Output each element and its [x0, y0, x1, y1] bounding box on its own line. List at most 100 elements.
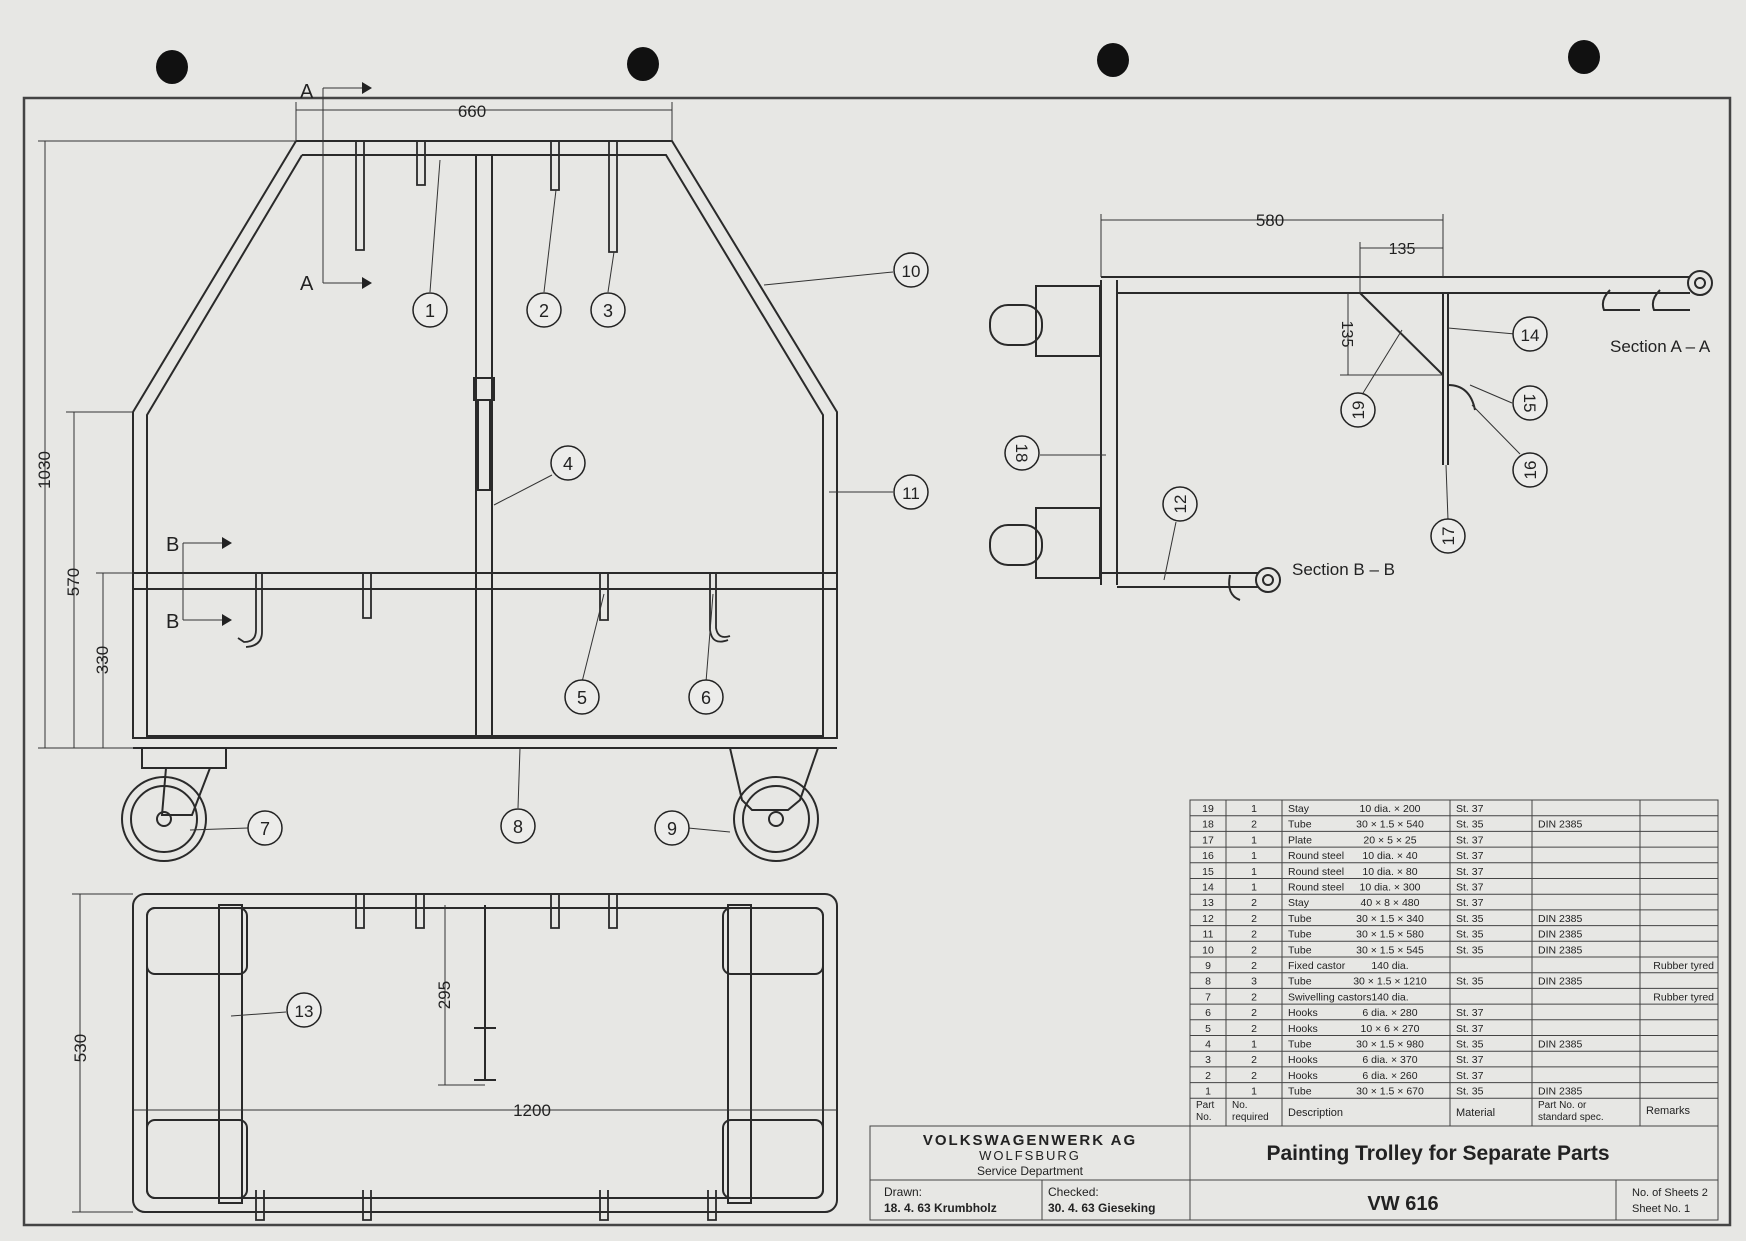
- parts-cell-size: 6 dia. × 260: [1362, 1070, 1417, 1082]
- parts-cell-no: 10: [1202, 944, 1214, 956]
- parts-cell-no: 1: [1205, 1086, 1211, 1098]
- svg-text:Remarks: Remarks: [1646, 1105, 1691, 1117]
- parts-cell-qty: 2: [1251, 1054, 1257, 1066]
- dim-330: 330: [93, 646, 112, 674]
- parts-cell-no: 3: [1205, 1054, 1211, 1066]
- parts-cell-mat: St. 37: [1456, 866, 1484, 878]
- parts-cell-size: 20 × 5 × 25: [1363, 834, 1416, 846]
- parts-cell-size: 30 × 1.5 × 980: [1356, 1039, 1424, 1051]
- parts-cell-qty: 1: [1251, 1086, 1257, 1098]
- parts-cell-qty: 1: [1251, 850, 1257, 862]
- parts-header: Part No. No. required Description Materi…: [1196, 1100, 1691, 1123]
- parts-cell-qty: 2: [1251, 913, 1257, 925]
- parts-cell-desc: Tube: [1288, 929, 1312, 941]
- drawing-title: Painting Trolley for Separate Parts: [1266, 1142, 1609, 1165]
- parts-cell-size: 30 × 1.5 × 670: [1356, 1086, 1424, 1098]
- parts-cell-desc: Tube: [1288, 1039, 1312, 1051]
- parts-cell-qty: 2: [1251, 1070, 1257, 1082]
- parts-cell-no: 8: [1205, 976, 1211, 988]
- parts-cell-desc: Round steel: [1288, 866, 1344, 878]
- svg-text:13: 13: [295, 1002, 314, 1021]
- section-b-bottom-letter: B: [166, 611, 179, 633]
- drawing-number: VW 616: [1367, 1193, 1438, 1215]
- dim-135-vertical: 135: [1338, 321, 1355, 348]
- svg-text:17: 17: [1439, 527, 1458, 546]
- parts-cell-desc: Round steel: [1288, 850, 1344, 862]
- callout-5: 5: [564, 679, 600, 715]
- parts-cell-mat: St. 35: [1456, 819, 1484, 831]
- punch-holes: [156, 40, 1600, 84]
- parts-cell-no: 14: [1202, 882, 1214, 894]
- svg-text:19: 19: [1349, 401, 1368, 420]
- company-city: WOLFSBURG: [979, 1148, 1081, 1163]
- callout-11: 11: [893, 474, 929, 510]
- parts-cell-spec: DIN 2385: [1538, 929, 1583, 941]
- callout-17: 17: [1430, 518, 1466, 554]
- sheet-number: Sheet No. 1: [1632, 1203, 1690, 1215]
- svg-text:1: 1: [425, 301, 435, 321]
- callout-12: 12: [1162, 486, 1198, 522]
- callout-bubbles: 1 2 3 4 5 6 7 8 9 10 11 12 13 14 15 16 1…: [247, 252, 1548, 1028]
- svg-text:No.: No.: [1196, 1112, 1212, 1123]
- parts-cell-mat: St. 35: [1456, 976, 1484, 988]
- parts-cell-mat: St. 35: [1456, 929, 1484, 941]
- parts-cell-no: 17: [1202, 834, 1214, 846]
- parts-cell-mat: St. 37: [1456, 1070, 1484, 1082]
- dim-135-horizontal: 135: [1389, 241, 1416, 258]
- parts-cell-size: 10 dia. × 40: [1362, 850, 1417, 862]
- svg-text:4: 4: [563, 454, 573, 474]
- parts-cell-qty: 1: [1251, 866, 1257, 878]
- parts-cell-mat: St. 37: [1456, 1054, 1484, 1066]
- parts-cell-desc: Tube: [1288, 819, 1312, 831]
- parts-cell-desc: Hooks: [1288, 1023, 1318, 1035]
- parts-cell-qty: 1: [1251, 1039, 1257, 1051]
- parts-cell-qty: 2: [1251, 929, 1257, 941]
- callout-leaders: [189, 159, 1521, 1017]
- callout-3: 3: [590, 292, 626, 328]
- svg-text:required: required: [1232, 1112, 1269, 1123]
- parts-cell-no: 11: [1203, 929, 1214, 941]
- section-bb-label: Section B – B: [1292, 560, 1395, 579]
- parts-cell-desc: Hooks: [1288, 1054, 1318, 1066]
- parts-cell-spec: DIN 2385: [1538, 1086, 1583, 1098]
- parts-cell-qty: 2: [1251, 897, 1257, 909]
- parts-cell-remarks: Rubber tyred: [1653, 991, 1714, 1003]
- section-a-top-letter: A: [300, 81, 314, 103]
- svg-text:10: 10: [902, 262, 921, 281]
- parts-cell-size: 30 × 1.5 × 545: [1356, 944, 1424, 956]
- parts-cell-desc: Plate: [1288, 834, 1312, 846]
- svg-text:standard spec.: standard spec.: [1538, 1112, 1604, 1123]
- svg-text:12: 12: [1171, 495, 1190, 514]
- parts-cell-remarks: Rubber tyred: [1653, 960, 1714, 972]
- drawing-border: [22, 96, 1732, 1227]
- parts-cell-desc: Fixed castor: [1288, 960, 1346, 972]
- section-aa-label: Section A – A: [1610, 337, 1711, 356]
- svg-text:3: 3: [603, 301, 613, 321]
- svg-text:8: 8: [513, 817, 523, 837]
- parts-cell-no: 5: [1205, 1023, 1211, 1035]
- callout-16: 16: [1512, 452, 1548, 488]
- parts-cell-size: 30 × 1.5 × 1210: [1353, 976, 1427, 988]
- plan-view: 1200 530 295: [71, 893, 838, 1221]
- svg-text:6: 6: [701, 688, 711, 708]
- svg-text:Material: Material: [1456, 1107, 1495, 1119]
- parts-cell-desc: Stay: [1288, 897, 1310, 909]
- parts-cell-qty: 2: [1251, 1023, 1257, 1035]
- drawn-value: 18. 4. 63 Krumbholz: [884, 1201, 997, 1215]
- parts-cell-size: 140 dia.: [1371, 991, 1408, 1003]
- parts-cell-size: 10 dia. × 80: [1362, 866, 1417, 878]
- parts-cell-size: 30 × 1.5 × 340: [1356, 913, 1424, 925]
- callout-10: 10: [893, 252, 929, 288]
- section-a-bottom-letter: A: [300, 273, 314, 295]
- parts-cell-no: 2: [1205, 1070, 1211, 1082]
